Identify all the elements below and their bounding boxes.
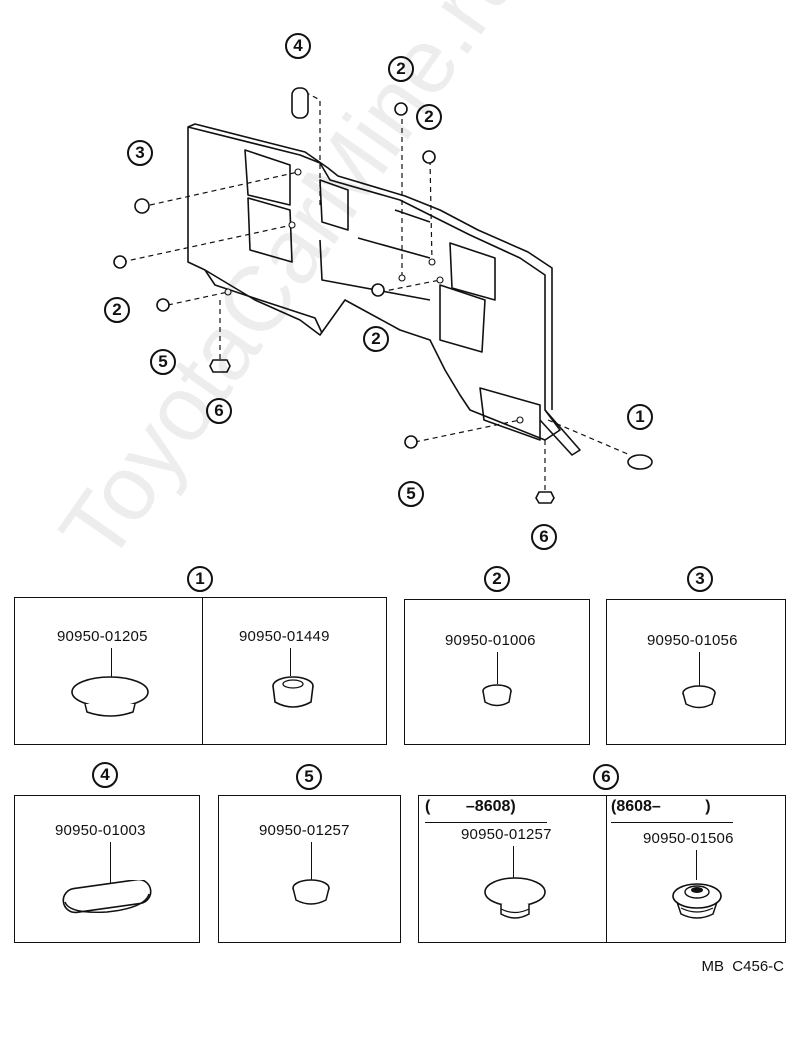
- plug-small-part: [113, 255, 127, 269]
- group-4-label: 4: [92, 762, 118, 788]
- leader-line: [149, 171, 299, 206]
- callout-5: 5: [150, 349, 176, 375]
- panel-inner-line: [357, 237, 431, 259]
- plug-oval-part: [62, 880, 152, 914]
- callout-2: 2: [416, 104, 442, 130]
- plug-small-part: [404, 435, 418, 449]
- part-number: 90950-01056: [647, 632, 738, 649]
- plug-small-part: [394, 102, 408, 116]
- group-1-box: 90950-01205 90950-01449: [14, 597, 387, 745]
- panel-cutout: [319, 179, 349, 231]
- panel-cutout: [439, 284, 486, 353]
- panel-lower-flange: [204, 269, 323, 334]
- group-1-label: 1: [187, 566, 213, 592]
- leader-line: [379, 279, 441, 293]
- plug-small-part: [292, 879, 330, 905]
- panel-cutout: [247, 197, 293, 263]
- plug-large-part: [627, 454, 653, 470]
- callout-2: 2: [104, 297, 130, 323]
- part-number: 90950-01257: [461, 826, 552, 843]
- effective-date-range: ( –8608): [425, 798, 516, 815]
- plug-small-part: [156, 298, 170, 312]
- plug-nut-part: [535, 491, 555, 504]
- callout-1: 1: [627, 404, 653, 430]
- panel-cutout: [449, 242, 496, 301]
- group-2-box: 90950-01006: [404, 599, 590, 745]
- part-number: 90950-01449: [239, 628, 330, 645]
- part-number: 90950-01506: [643, 830, 734, 847]
- plug-small-part: [134, 198, 150, 214]
- group-2-label: 2: [484, 566, 510, 592]
- group-5-label: 5: [296, 764, 322, 790]
- group-4-box: 90950-01003: [14, 795, 200, 943]
- callout-4: 4: [285, 33, 311, 59]
- panel-outline: [187, 126, 561, 441]
- leader-line: [429, 159, 433, 263]
- plug-ribbed-part: [672, 883, 722, 919]
- plug-large-part: [484, 877, 546, 919]
- plug-nut-part: [209, 359, 231, 373]
- panel-inner-line: [319, 239, 431, 301]
- group-6-label: 6: [593, 764, 619, 790]
- part-number: 90950-01257: [259, 822, 350, 839]
- plug-oval-part: [291, 87, 309, 119]
- plug-ribbed-part: [272, 676, 314, 708]
- leader-line: [547, 419, 631, 456]
- leader-line: [167, 291, 229, 306]
- plug-large-part: [71, 676, 149, 717]
- exploded-panel-diagram: [113, 87, 653, 504]
- panel-inner-line: [539, 409, 581, 456]
- diagram-code: MB C456-C: [701, 958, 784, 975]
- callout-2: 2: [388, 56, 414, 82]
- callout-5: 5: [398, 481, 424, 507]
- panel-cutout: [479, 387, 541, 441]
- leader-line: [414, 419, 521, 443]
- part-number: 90950-01205: [57, 628, 148, 645]
- plug-small-part: [482, 684, 512, 707]
- panel-top-edge: [187, 123, 553, 410]
- callout-6: 6: [206, 398, 232, 424]
- callout-3: 3: [127, 140, 153, 166]
- plug-small-part: [371, 283, 385, 297]
- plug-small-part: [422, 150, 436, 164]
- part-number: 90950-01003: [55, 822, 146, 839]
- group-3-box: 90950-01056: [606, 599, 786, 745]
- group-3-label: 3: [687, 566, 713, 592]
- plug-small-part: [682, 685, 716, 709]
- callout-6: 6: [531, 524, 557, 550]
- group-6-box: ( –8608) 90950-01257 (8608– ) 90950-0150…: [418, 795, 786, 943]
- group-5-box: 90950-01257: [218, 795, 401, 943]
- part-number: 90950-01006: [445, 632, 536, 649]
- effective-date-range: (8608– ): [611, 798, 711, 815]
- panel-inner-line: [394, 209, 431, 223]
- panel-cutout: [244, 149, 291, 206]
- callout-2: 2: [363, 326, 389, 352]
- leader-line: [121, 224, 293, 263]
